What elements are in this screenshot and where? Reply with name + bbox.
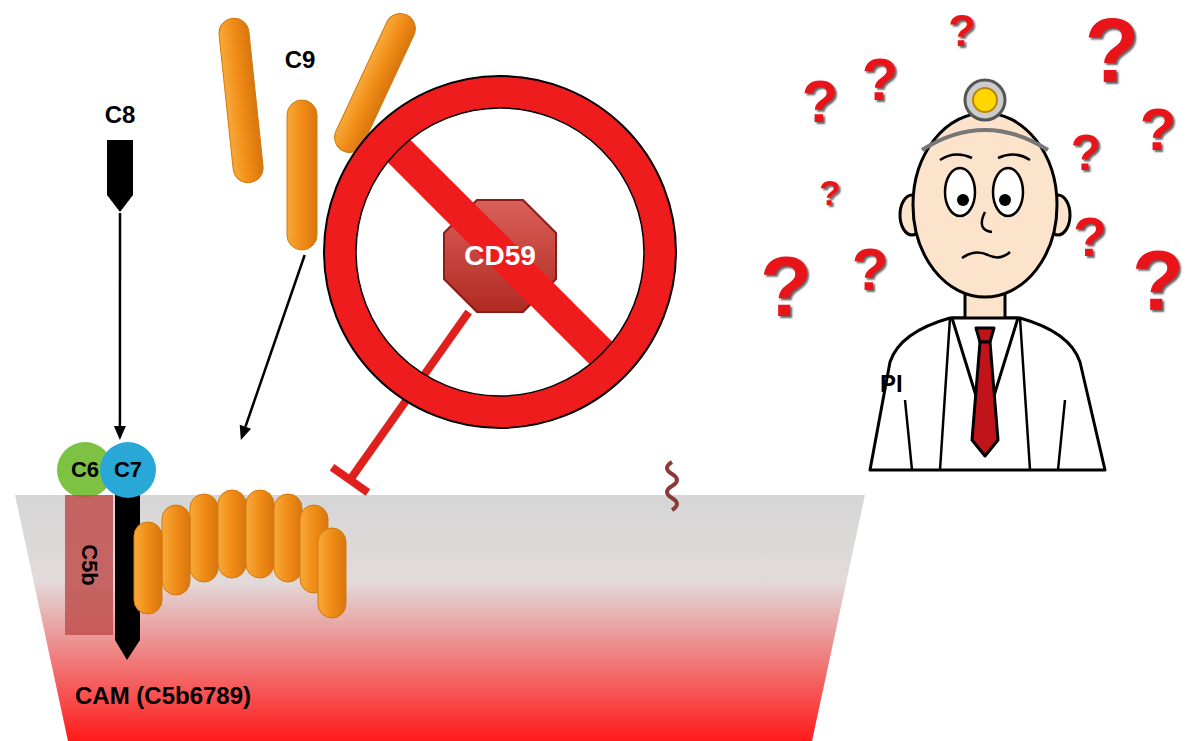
prohibition-circle bbox=[340, 92, 660, 412]
question-mark: ? bbox=[1073, 210, 1107, 265]
node-label: C6 bbox=[71, 459, 99, 481]
gpi-label: PI bbox=[880, 372, 903, 396]
node-label: C7 bbox=[114, 459, 142, 481]
question-mark: ? bbox=[1085, 6, 1140, 96]
node-label: CD59 bbox=[464, 242, 536, 270]
question-mark: ? bbox=[948, 8, 976, 53]
question-mark: ? bbox=[802, 72, 839, 132]
c7-circle: C7 bbox=[100, 442, 156, 498]
node-label: C8 bbox=[105, 103, 136, 127]
c9-rod bbox=[287, 100, 317, 250]
arrow-connector bbox=[240, 255, 305, 440]
c9-molecule-node: C9 bbox=[215, 8, 410, 255]
question-mark: ? bbox=[1071, 128, 1102, 178]
stop-sign-node: CD59 bbox=[444, 200, 556, 312]
cam-complex: CAM (C5b6789) C6 C7C5b bbox=[55, 440, 350, 725]
gpi-anchor bbox=[667, 462, 677, 510]
question-mark: ? bbox=[819, 175, 840, 210]
arrow-connector bbox=[114, 213, 126, 440]
question-mark: ? bbox=[852, 240, 889, 300]
question-mark: ? bbox=[1132, 238, 1184, 323]
confused-doctor bbox=[870, 80, 1105, 470]
question-mark: ? bbox=[760, 244, 812, 329]
c8-molecule bbox=[107, 140, 133, 212]
c5b-bar: C5b bbox=[65, 495, 113, 635]
c9-pore-ring bbox=[134, 490, 346, 618]
prohibition-slash bbox=[387, 139, 613, 365]
cell-membrane bbox=[15, 495, 865, 741]
c8-molecule-node: C8 bbox=[93, 95, 147, 213]
node-label: C5b bbox=[78, 544, 100, 586]
node-label: CAM (C5b6789) bbox=[75, 684, 251, 708]
node-label: C9 bbox=[285, 48, 316, 72]
question-mark: ? bbox=[1140, 100, 1177, 160]
c9-rod bbox=[218, 17, 265, 184]
question-mark: ? bbox=[862, 50, 899, 110]
